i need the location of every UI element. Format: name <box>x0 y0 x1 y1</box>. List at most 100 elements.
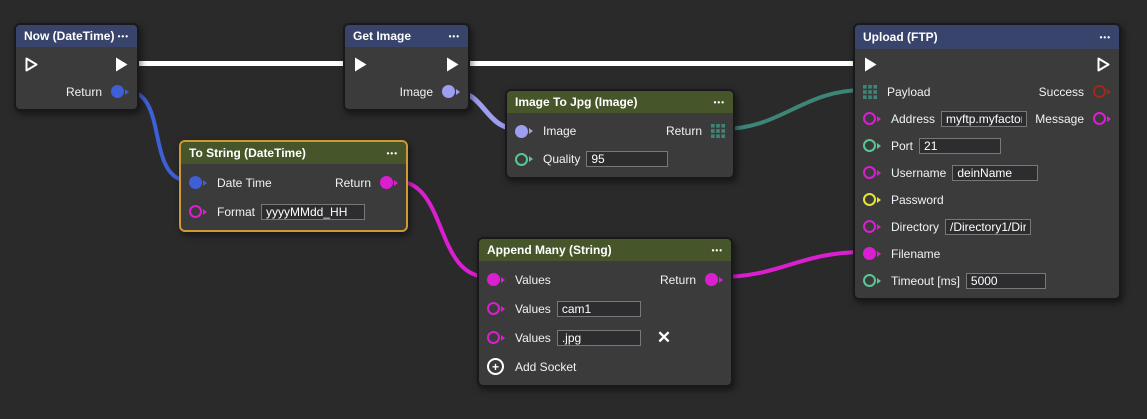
port-label-address: Address <box>891 111 936 126</box>
node-now-title: Now (DateTime) <box>24 29 115 43</box>
port-label-return: Return <box>65 84 102 99</box>
output-row: Return <box>16 78 137 105</box>
socket-imagetojpg-return-grid-icon[interactable] <box>711 124 725 138</box>
port-label-timeout: Timeout [ms] <box>891 273 960 288</box>
exec-out-socket[interactable] <box>1096 56 1111 73</box>
port-field[interactable] <box>919 137 1002 154</box>
socket-imagetojpg-image[interactable] <box>515 124 533 138</box>
port-label-image: Image <box>399 84 433 99</box>
socket-appendmany-values1[interactable] <box>487 273 505 286</box>
node-image-to-jpg-header[interactable]: Image To Jpg (Image) ••• <box>507 91 733 113</box>
node-to-string[interactable]: To String (DateTime) ••• Date Time Retur… <box>179 140 408 232</box>
timeout-field[interactable] <box>965 272 1046 289</box>
node-menu-icon[interactable]: ••• <box>1099 32 1111 42</box>
port-label-success: Success <box>1038 84 1084 99</box>
wire-imagetojpg-upload-payload[interactable] <box>721 88 865 131</box>
exec-row <box>16 51 137 78</box>
input-row: Port <box>855 132 1119 159</box>
socket-upload-address[interactable] <box>863 112 881 125</box>
node-image-to-jpg-title: Image To Jpg (Image) <box>515 95 638 109</box>
port-label-payload: Payload <box>887 84 931 99</box>
exec-in-socket[interactable] <box>863 56 878 73</box>
socket-getimage-image[interactable] <box>442 85 460 98</box>
socket-upload-timeout[interactable] <box>863 274 881 287</box>
port-label-return: Return <box>659 272 696 287</box>
node-get-image[interactable]: Get Image ••• Image <box>343 23 470 111</box>
format-field[interactable] <box>261 203 366 220</box>
input-row: Format <box>181 197 406 226</box>
io-row: Date Time Return <box>181 168 406 197</box>
socket-upload-password[interactable] <box>863 193 881 206</box>
io-row: Address Message <box>855 105 1119 132</box>
port-label-format: Format <box>217 204 256 219</box>
add-socket-label: Add Socket <box>515 359 577 374</box>
socket-appendmany-values3[interactable] <box>487 331 505 344</box>
quality-field[interactable] <box>586 151 669 167</box>
socket-appendmany-return[interactable] <box>705 273 723 286</box>
socket-upload-username[interactable] <box>863 166 881 179</box>
socket-upload-port[interactable] <box>863 139 881 152</box>
port-label-username: Username <box>891 165 947 180</box>
node-to-string-title: To String (DateTime) <box>189 146 306 160</box>
socket-imagetojpg-quality[interactable] <box>515 152 533 166</box>
node-append-many[interactable]: Append Many (String) ••• Values Return V… <box>477 237 733 387</box>
address-field[interactable] <box>941 110 1028 127</box>
port-label-return: Return <box>334 175 371 190</box>
node-upload-title: Upload (FTP) <box>863 30 938 44</box>
socket-tostring-format[interactable] <box>189 205 207 218</box>
node-upload-header[interactable]: Upload (FTP) ••• <box>855 25 1119 49</box>
values2-field[interactable] <box>556 300 641 317</box>
input-row: Username <box>855 159 1119 186</box>
port-label-values3: Values <box>515 330 551 345</box>
socket-upload-filename[interactable] <box>863 247 881 260</box>
exec-in-socket[interactable] <box>353 56 368 73</box>
socket-upload-directory[interactable] <box>863 220 881 233</box>
input-row: Password <box>855 186 1119 213</box>
exec-row <box>855 51 1119 78</box>
input-row: Values <box>479 294 731 323</box>
port-label-port: Port <box>891 138 914 153</box>
port-label-image: Image <box>543 124 577 138</box>
node-menu-icon[interactable]: ••• <box>711 245 723 255</box>
exec-out-socket[interactable] <box>114 56 129 73</box>
node-to-string-header[interactable]: To String (DateTime) ••• <box>181 142 406 164</box>
exec-in-socket[interactable] <box>24 56 39 73</box>
add-socket-button[interactable]: + Add Socket <box>487 358 576 375</box>
wire-appendmany-upload-filename[interactable] <box>719 250 865 279</box>
node-now-header[interactable]: Now (DateTime) ••• <box>16 25 137 47</box>
io-row: Values Return <box>479 265 731 294</box>
socket-tostring-return[interactable] <box>380 176 398 189</box>
node-append-many-header[interactable]: Append Many (String) ••• <box>479 239 731 261</box>
node-menu-icon[interactable]: ••• <box>713 97 725 107</box>
directory-field[interactable] <box>945 218 1032 235</box>
socket-tostring-datetime[interactable] <box>189 176 207 189</box>
remove-socket-icon[interactable]: ✕ <box>656 328 672 347</box>
port-label-password: Password <box>891 192 944 207</box>
socket-upload-message[interactable] <box>1093 112 1111 125</box>
add-socket-row: + Add Socket <box>479 352 731 381</box>
node-menu-icon[interactable]: ••• <box>448 31 460 41</box>
node-image-to-jpg[interactable]: Image To Jpg (Image) ••• Image Return Qu… <box>505 89 735 179</box>
username-field[interactable] <box>952 164 1039 181</box>
exec-out-socket[interactable] <box>445 56 460 73</box>
wire-tostring-appendmany[interactable] <box>395 179 489 279</box>
io-row: Payload Success <box>855 78 1119 105</box>
node-now[interactable]: Now (DateTime) ••• Return <box>14 23 139 111</box>
node-upload[interactable]: Upload (FTP) ••• Payload Success Address <box>853 23 1121 300</box>
node-menu-icon[interactable]: ••• <box>117 31 129 41</box>
port-label-filename: Filename <box>891 246 941 261</box>
socket-now-return[interactable] <box>111 85 129 98</box>
socket-upload-success[interactable] <box>1093 85 1111 98</box>
port-label-values1: Values <box>515 272 551 287</box>
node-menu-icon[interactable]: ••• <box>386 148 398 158</box>
port-label-message: Message <box>1035 111 1084 126</box>
node-get-image-title: Get Image <box>353 29 412 43</box>
input-row: Timeout [ms] <box>855 267 1119 294</box>
values3-field[interactable] <box>556 329 641 346</box>
socket-appendmany-values2[interactable] <box>487 302 505 315</box>
node-get-image-header[interactable]: Get Image ••• <box>345 25 468 47</box>
exec-row <box>345 51 468 78</box>
socket-upload-payload-grid-icon[interactable] <box>863 84 877 99</box>
input-row: Directory <box>855 213 1119 240</box>
